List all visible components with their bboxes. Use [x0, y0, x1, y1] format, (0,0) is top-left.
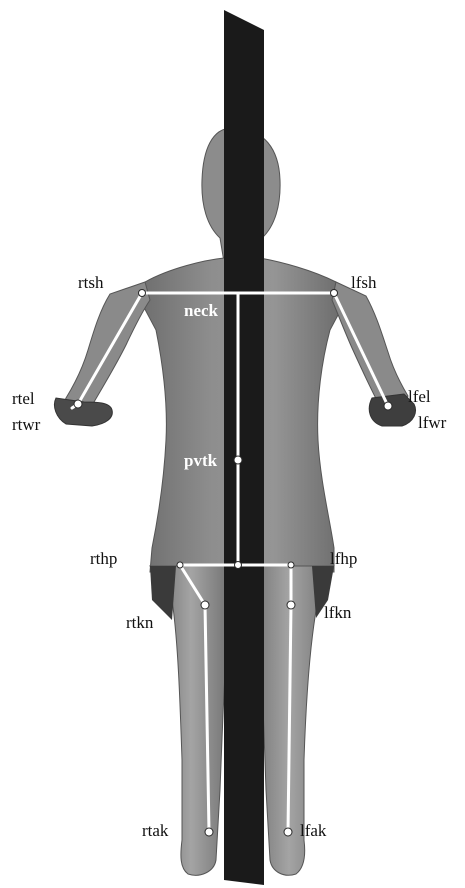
joint-lfhp [288, 562, 294, 568]
label-lfkn: lfkn [324, 603, 352, 622]
label-neck: neck [184, 301, 219, 320]
left-arm-shape [332, 282, 408, 412]
joint-lfsh [331, 290, 338, 297]
label-lfel: lfel [408, 387, 431, 406]
right-hand-shape [54, 398, 112, 426]
label-rtsh: rtsh [78, 273, 104, 292]
label-pvtk: pvtk [184, 451, 218, 470]
label-lfwr: lfwr [418, 413, 447, 432]
label-lfak: lfak [300, 821, 327, 840]
sagittal-plane [224, 10, 264, 885]
joint-rtsh [139, 290, 146, 297]
joint-rthp [177, 562, 183, 568]
label-rtel: rtel [12, 389, 35, 408]
label-lfsh: lfsh [351, 273, 377, 292]
joint-rtkn [201, 601, 209, 609]
label-rthp: rthp [90, 549, 117, 568]
joint-rtak [205, 828, 213, 836]
label-lfhp: lfhp [330, 549, 357, 568]
hip-shadow-left [150, 566, 176, 620]
joint-pvtk [234, 456, 242, 464]
joint-pelvis-center [235, 562, 242, 569]
joint-lfkn [287, 601, 295, 609]
label-rtkn: rtkn [126, 613, 154, 632]
joint-lfak [284, 828, 292, 836]
joint-lfel [384, 402, 392, 410]
label-rtak: rtak [142, 821, 169, 840]
joint-rtel [74, 400, 82, 408]
label-rtwr: rtwr [12, 415, 41, 434]
